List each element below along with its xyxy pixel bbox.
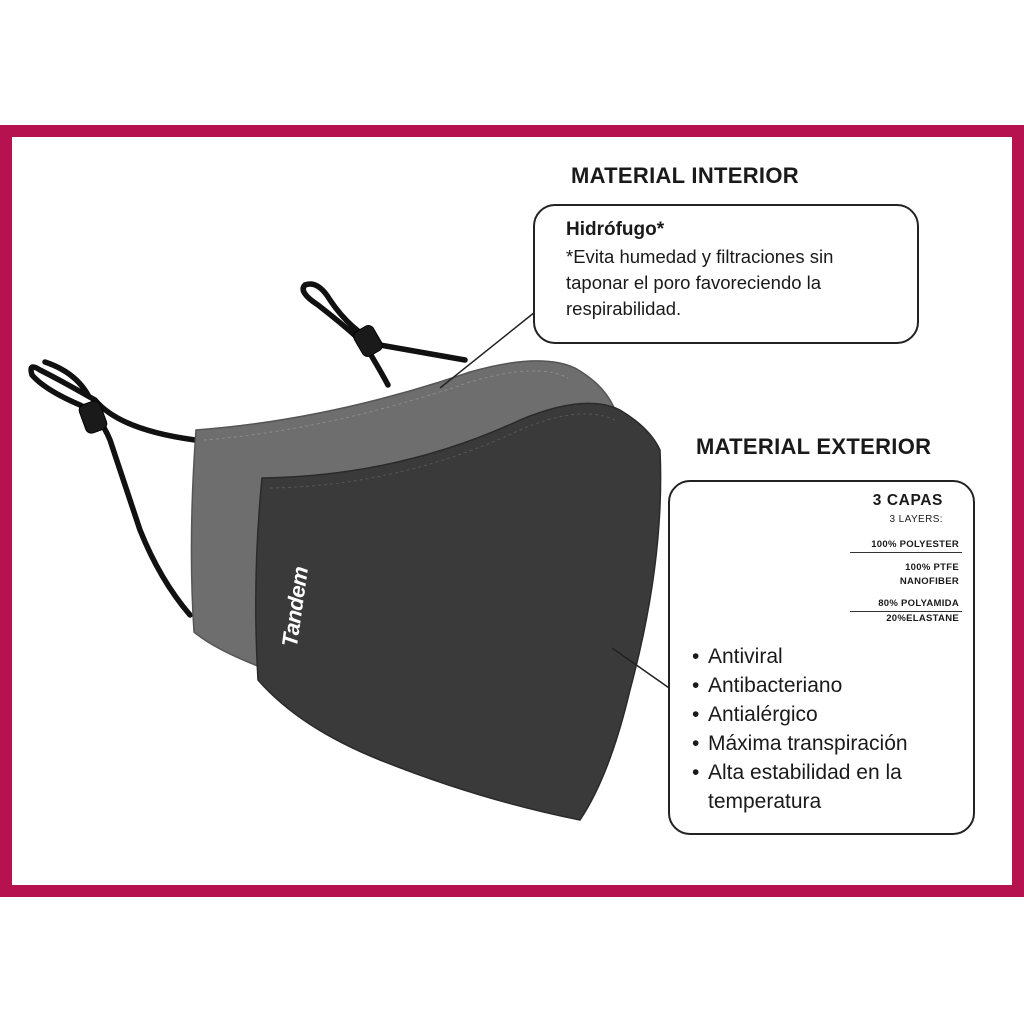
- layer-1-label: 100% POLYESTER: [871, 539, 959, 550]
- feature-text: Antibacteriano: [708, 674, 843, 697]
- mask-outer-layer: [255, 402, 662, 821]
- bullet-icon: •: [692, 703, 700, 726]
- layers-title: 3 CAPAS: [872, 492, 943, 509]
- exterior-heading: MATERIAL EXTERIOR: [696, 434, 932, 459]
- layer-3-label-line1: 80% POLYAMIDA: [878, 598, 959, 609]
- feature-item: • Máxima transpiración: [692, 729, 958, 758]
- layer-3-label-line2: 20%ELASTANE: [886, 613, 959, 624]
- bullet-icon: •: [692, 674, 700, 697]
- ear-loop-left: [28, 359, 198, 618]
- cord-lock: [78, 325, 383, 434]
- interior-heading: MATERIAL INTERIOR: [571, 163, 799, 188]
- feature-text: Máxima transpiración: [708, 732, 908, 755]
- bullet-icon: •: [692, 645, 700, 668]
- interior-title: Hidrófugo*: [566, 219, 665, 240]
- layer-2-label-line2: NANOFIBER: [899, 576, 959, 587]
- feature-item: • Antibacteriano: [692, 671, 958, 700]
- feature-text: Antiviral: [708, 645, 783, 668]
- layers-subtitle: 3 LAYERS:: [889, 514, 943, 525]
- feature-item: • Alta estabilidad en la temperatura: [692, 758, 958, 816]
- feature-item: • Antiviral: [692, 642, 958, 671]
- feature-item: • Antialérgico: [692, 700, 958, 729]
- exterior-callout: 3 CAPAS 3 LAYERS: 100% POLYESTER 100% PT…: [668, 480, 975, 835]
- interior-callout: Hidrófugo* *Evita humedad y filtraciones…: [533, 204, 919, 344]
- ear-loop-right: [300, 281, 468, 388]
- layer-2-label: 100% PTFE NANOFIBER: [900, 561, 959, 589]
- pointer-line-exterior: [611, 647, 673, 691]
- feature-text: Antialérgico: [708, 703, 818, 726]
- layer-3-underline: [850, 611, 962, 612]
- bullet-icon: •: [692, 761, 700, 784]
- pointer-line-interior: [439, 311, 536, 389]
- interior-description: *Evita humedad y filtraciones sin tapona…: [566, 246, 834, 319]
- feature-text: Alta estabilidad en la temperatura: [708, 761, 902, 813]
- layer-1-underline: [850, 552, 962, 553]
- bullet-icon: •: [692, 732, 700, 755]
- layer-2-label-line1: 100% PTFE: [905, 562, 959, 573]
- features-list: • Antiviral • Antibacteriano • Antialérgico…: [692, 642, 958, 816]
